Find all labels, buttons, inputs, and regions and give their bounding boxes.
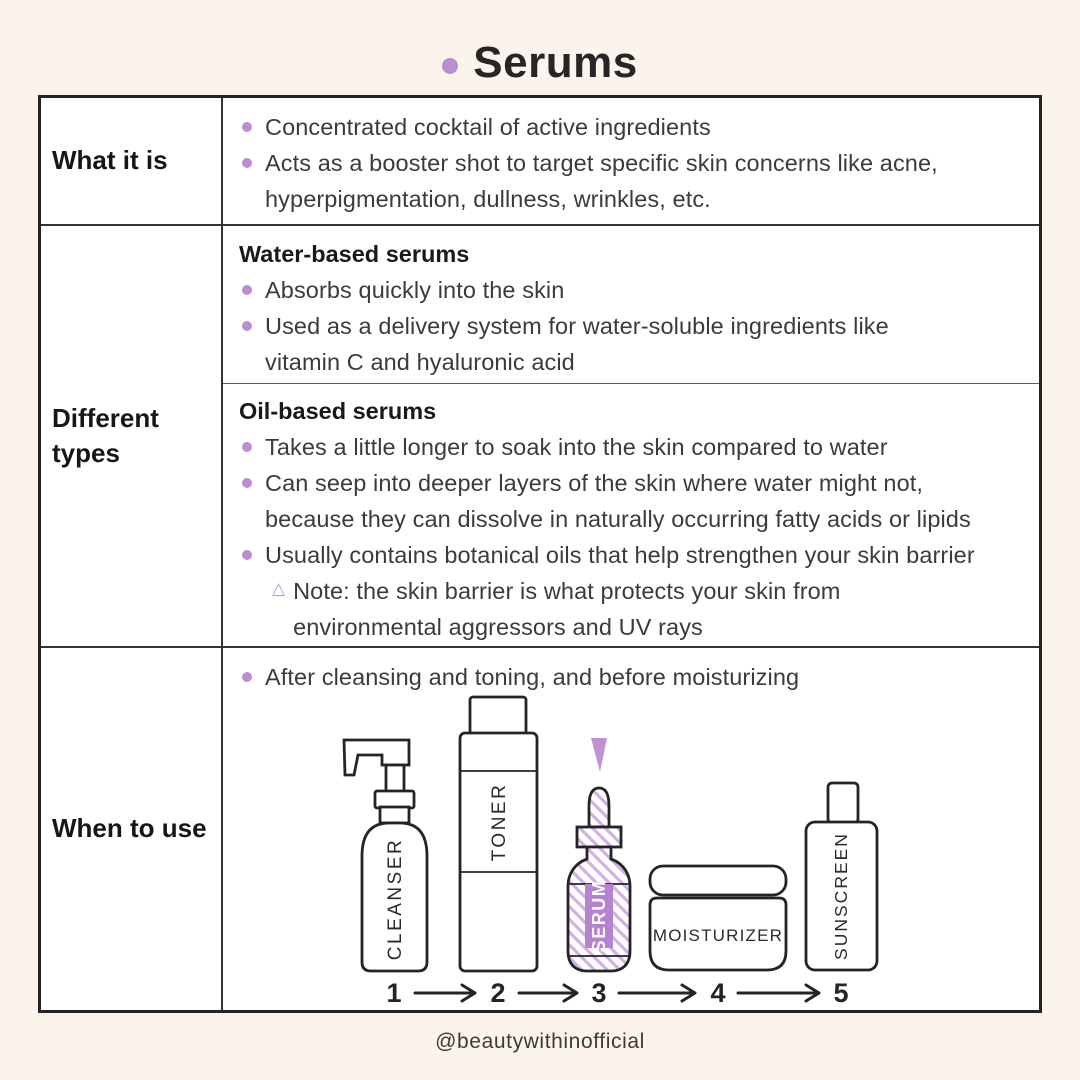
bullet-text: After cleansing and toning, and before m… — [265, 664, 800, 690]
section-water-based: Water-based serums Absorbs quickly into … — [223, 226, 1039, 383]
step-arrow-icon — [736, 983, 821, 1003]
bullet-text: Acts as a booster shot to target specifi… — [265, 150, 938, 212]
bullet-dot-icon — [242, 285, 252, 295]
note-text: Note: the skin barrier is what protects … — [293, 578, 841, 640]
toner-body-icon — [458, 731, 539, 973]
sunscreen-cap-icon — [826, 781, 860, 825]
serum-label-background — [585, 884, 613, 948]
moisturizer-label: MOISTURIZER — [653, 926, 783, 945]
bullet-dot-icon — [242, 478, 252, 488]
table-row-what-it-is: What it is Concentrated cocktail of acti… — [41, 98, 1039, 226]
cleanser-bottle-illustration: CLEANSER — [342, 738, 429, 973]
step-number: 4 — [710, 978, 725, 1008]
toner-cap-icon — [468, 695, 528, 736]
step-arrow-icon — [413, 983, 477, 1003]
list-item: After cleansing and toning, and before m… — [239, 659, 1031, 695]
list-item: Can seep into deeper layers of the skin … — [239, 465, 1031, 537]
cleanser-body-icon — [360, 821, 429, 973]
routine-steps: 1 2 3 — [386, 978, 848, 1008]
section-heading: Water-based serums — [239, 241, 470, 267]
sunscreen-body-icon — [804, 820, 879, 972]
list-item: Absorbs quickly into the skin — [239, 272, 1031, 308]
row-content-when-to-use: After cleansing and toning, and before m… — [223, 648, 1039, 1010]
section-oil-based: Oil-based serums Takes a little longer t… — [223, 383, 1039, 645]
bullet-dot-icon — [242, 672, 252, 682]
row-label-text: When to use — [52, 813, 207, 844]
cleanser-pump-icon — [342, 738, 411, 777]
moisturizer-body-icon — [648, 896, 788, 972]
step-number: 3 — [591, 978, 606, 1008]
step-number: 5 — [833, 978, 848, 1008]
bullet-text: Can seep into deeper layers of the skin … — [265, 470, 971, 532]
sunscreen-label: SUNSCREEN — [831, 832, 851, 960]
info-table: What it is Concentrated cocktail of acti… — [38, 95, 1042, 1013]
bullet-text: Concentrated cocktail of active ingredie… — [265, 114, 711, 140]
step-arrow-icon — [517, 983, 579, 1003]
page-title-text: Serums — [473, 38, 638, 87]
bullet-text: Usually contains botanical oils that hel… — [265, 542, 975, 568]
bullet-text: Takes a little longer to soak into the s… — [265, 434, 888, 460]
row-label-different-types: Different types — [41, 226, 223, 646]
list-item: Used as a delivery system for water-solu… — [239, 308, 1031, 380]
table-row-different-types: Different types Water-based serums Absor… — [41, 226, 1039, 648]
bullet-dot-icon — [242, 158, 252, 168]
step-arrow-icon — [617, 983, 697, 1003]
list-item: Concentrated cocktail of active ingredie… — [239, 109, 1031, 145]
step-number: 1 — [386, 978, 401, 1008]
serum-label: SERUM — [589, 880, 609, 953]
list-item: Acts as a booster shot to target specifi… — [239, 145, 1031, 217]
moisturizer-lid-icon — [648, 864, 788, 897]
serum-dropper-icon — [587, 786, 611, 829]
list-item: Takes a little longer to soak into the s… — [239, 429, 1031, 465]
row-label-what-it-is: What it is — [41, 98, 223, 224]
list-item: Usually contains botanical oils that hel… — [239, 537, 1031, 573]
section-heading: Oil-based serums — [239, 398, 437, 424]
bullet-dot-icon — [242, 122, 252, 132]
row-label-text: Different types — [52, 402, 159, 468]
note-item: △ Note: the skin barrier is what protect… — [272, 573, 1031, 645]
serum-pointer-icon — [591, 738, 607, 772]
toner-bottle-illustration: TONER — [458, 695, 539, 973]
bullet-dot-icon — [242, 442, 252, 452]
row-content-different-types: Water-based serums Absorbs quickly into … — [223, 226, 1039, 646]
row-label-when-to-use: When to use — [41, 648, 223, 1010]
row-content-what-it-is: Concentrated cocktail of active ingredie… — [223, 98, 1039, 224]
page-title: Serums — [0, 38, 1080, 88]
bullet-dot-icon — [242, 550, 252, 560]
cleanser-label: CLEANSER — [385, 838, 406, 960]
table-row-when-to-use: When to use After cleansing and toning, … — [41, 648, 1039, 1010]
moisturizer-jar-illustration: MOISTURIZER — [648, 864, 788, 972]
note-triangle-icon: △ — [272, 579, 286, 598]
bullet-dot-icon — [242, 321, 252, 331]
footer-handle: @beautywithinofficial — [435, 1030, 645, 1053]
bullet-text: Used as a delivery system for water-solu… — [265, 313, 889, 375]
bullet-text: Absorbs quickly into the skin — [265, 277, 565, 303]
toner-label: TONER — [489, 783, 510, 862]
step-number: 2 — [490, 978, 505, 1008]
title-bullet-icon — [442, 58, 459, 74]
skincare-routine-illustration: CLEANSER TONER — [342, 695, 879, 1008]
serum-bottle-illustration: SERUM — [566, 738, 632, 973]
sunscreen-bottle-illustration: SUNSCREEN — [804, 781, 879, 972]
row-label-text: What it is — [52, 145, 168, 176]
